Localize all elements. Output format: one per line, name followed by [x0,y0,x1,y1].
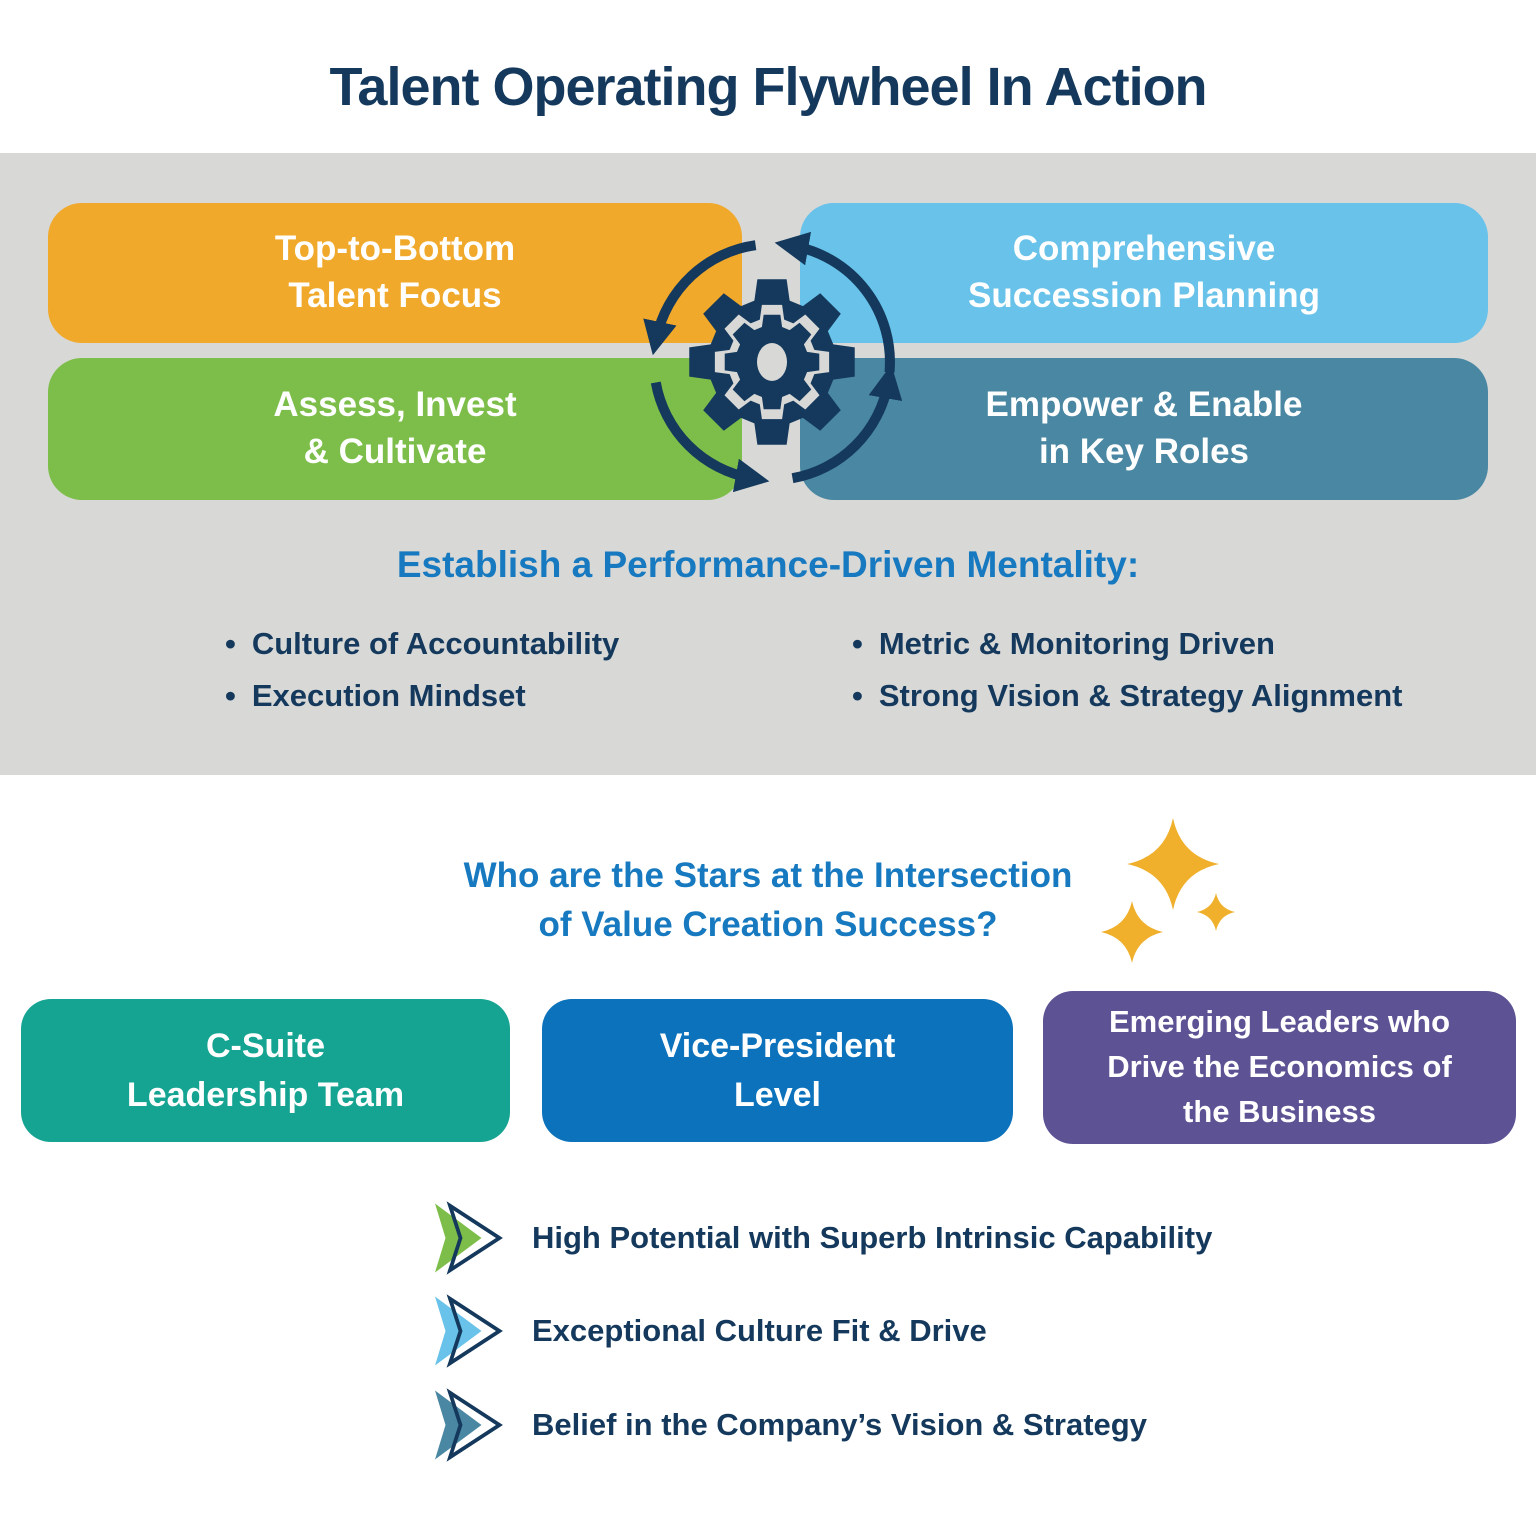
bullet-item: • Execution Mindset [225,678,619,714]
criteria-label: Exceptional Culture Fit & Drive [532,1313,987,1348]
sparkle-small [1197,893,1235,931]
sparkles-icon [1101,818,1235,963]
box-label-line: in Key Roles [1038,432,1250,471]
box-label-line: Comprehensive [1012,229,1276,269]
group-label-line: the Business [1183,1093,1376,1129]
stars-question-line2: of Value Creation Success? [538,905,998,944]
arrow-chevron-icon-steelblue [435,1388,503,1462]
flywheel-box-empower-enable: Empower & Enable in Key Roles [800,358,1488,500]
mentality-bullets-right: • Metric & Monitoring Driven • Strong Vi… [852,626,1402,714]
sparkle-large [1127,818,1219,910]
arrow-outline [446,1388,503,1462]
criteria-label: Belief in the Company’s Vision & Strateg… [532,1407,1147,1442]
group-label-line: Leadership Team [126,1075,405,1114]
group-box-c-suite: C-Suite Leadership Team [21,999,510,1142]
mentality-heading: Establish a Performance-Driven Mentality… [396,544,1140,585]
box-label-line: Assess, Invest [273,385,517,425]
bullet-item: • Culture of Accountability [225,626,619,662]
arrow-chevron-icon-green [435,1201,503,1275]
box-label-line: Empower & Enable [985,385,1303,425]
page-title: Talent Operating Flywheel In Action [329,57,1207,117]
arrow-outline [446,1294,503,1368]
flywheel-box-assess-invest: Assess, Invest & Cultivate [48,358,742,500]
arrow-outline [446,1201,503,1275]
bullet-label: Strong Vision & Strategy Alignment [878,678,1403,713]
box-label-line: Succession Planning [967,276,1321,315]
cycle-arrows [643,231,903,493]
stars-question: Who are the Stars at the Intersection of… [268,851,1268,949]
sparkle-medium [1101,901,1163,963]
mentality-bullets-left: • Culture of Accountability • Execution … [225,626,619,714]
bullet-dot: • [852,626,863,661]
flywheel-box-talent-focus: Top-to-Bottom Talent Focus [48,203,742,343]
bullet-label: Culture of Accountability [251,626,620,661]
group-label-line: Level [734,1075,821,1114]
group-label-line: C-Suite [206,1027,325,1066]
arrow-fill [435,1203,482,1273]
criteria-label: High Potential with Superb Intrinsic Cap… [532,1220,1213,1255]
bullet-item: • Strong Vision & Strategy Alignment [852,678,1402,714]
arrow-chevron-icon-lightblue [435,1294,503,1368]
gear-cycle-icon [643,231,903,493]
gear-hub-hole [757,343,787,381]
stars-question-line1: Who are the Stars at the Intersection [463,856,1073,895]
bullet-label: Execution Mindset [251,678,526,713]
group-box-emerging-leaders: Emerging Leaders who Drive the Economics… [1043,991,1516,1144]
box-label-line: Top-to-Bottom [274,229,516,269]
bullet-label: Metric & Monitoring Driven [878,626,1275,661]
bullet-dot: • [225,678,236,713]
flywheel-box-succession-planning: Comprehensive Succession Planning [800,203,1488,343]
box-label-line: Talent Focus [288,276,502,315]
group-label-line: Vice-President [659,1027,896,1066]
arrow-fill [435,1296,482,1366]
box-label-line: & Cultivate [303,432,487,471]
bullet-dot: • [852,678,863,713]
arrow-fill [435,1390,482,1460]
bullet-item: • Metric & Monitoring Driven [852,626,1402,662]
group-label-line: Emerging Leaders who [1108,1004,1451,1040]
group-label-line: Drive the Economics of [1107,1049,1452,1085]
group-box-vice-president: Vice-President Level [542,999,1013,1142]
bullet-dot: • [225,626,236,661]
